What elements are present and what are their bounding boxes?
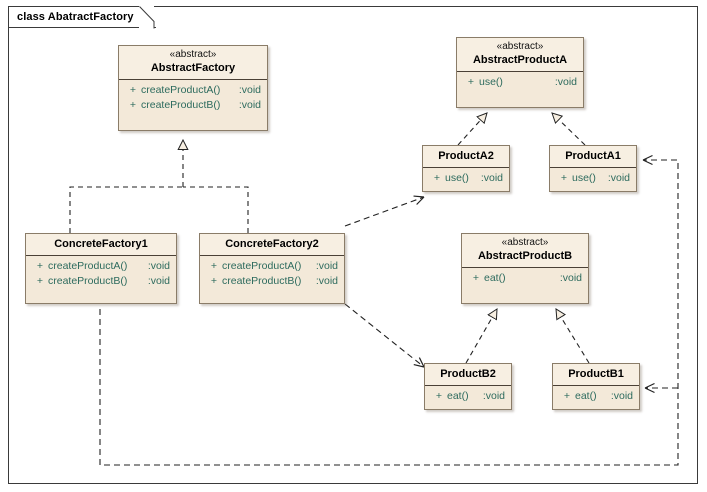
- class-member: + createProductA() :void: [119, 83, 267, 98]
- class-stereotype: «abstract»: [496, 41, 544, 52]
- visibility-marker: +: [36, 275, 44, 287]
- visibility-marker: +: [210, 260, 218, 272]
- visibility-marker: +: [563, 390, 571, 402]
- member-type: :void: [147, 260, 170, 272]
- member-type: :void: [480, 172, 503, 184]
- class-box-product-b2[interactable]: ProductB2 + eat() :void: [424, 363, 512, 410]
- diagram-frame-label: class AbatractFactory: [8, 6, 156, 28]
- member-type: :void: [607, 172, 630, 184]
- class-name: ProductB2: [440, 368, 496, 380]
- class-name: ProductB1: [568, 368, 624, 380]
- member-type: :void: [238, 84, 261, 96]
- class-member: + eat() :void: [553, 389, 639, 404]
- member-signature: eat(): [447, 390, 469, 402]
- diagram-frame: [8, 6, 698, 484]
- class-box-concrete-factory1[interactable]: ConcreteFactory1 + createProductA() :voi…: [25, 233, 177, 304]
- member-signature: createProductB(): [48, 275, 128, 287]
- class-box-concrete-factory2[interactable]: ConcreteFactory2 + createProductA() :voi…: [199, 233, 345, 304]
- class-members-product-a2: + use() :void: [423, 168, 509, 189]
- class-name: AbstractProductB: [477, 250, 573, 262]
- diagram-frame-label-text: class AbatractFactory: [17, 11, 134, 23]
- class-member: + createProductB() :void: [200, 274, 344, 289]
- class-member: + use() :void: [550, 171, 636, 186]
- class-name: ConcreteFactory1: [54, 238, 148, 250]
- class-member: + eat() :void: [462, 271, 588, 286]
- class-header-abstract-product-b: «abstract» AbstractProductB: [462, 234, 588, 268]
- member-signature: createProductB(): [141, 99, 221, 111]
- visibility-marker: +: [467, 76, 475, 88]
- class-members-product-b1: + eat() :void: [553, 386, 639, 407]
- member-type: :void: [147, 275, 170, 287]
- class-stereotype: «abstract»: [169, 49, 217, 60]
- class-members-abstract-factory: + createProductA() :void + createProduct…: [119, 80, 267, 116]
- visibility-marker: +: [129, 99, 137, 111]
- member-signature: use(): [445, 172, 469, 184]
- class-box-product-b1[interactable]: ProductB1 + eat() :void: [552, 363, 640, 410]
- class-member: + eat() :void: [425, 389, 511, 404]
- class-members-product-a1: + use() :void: [550, 168, 636, 189]
- class-member: + use() :void: [457, 75, 583, 90]
- class-header-product-b1: ProductB1: [553, 364, 639, 386]
- class-name: ConcreteFactory2: [225, 238, 319, 250]
- member-signature: createProductA(): [141, 84, 221, 96]
- class-members-concrete-factory1: + createProductA() :void + createProduct…: [26, 256, 176, 292]
- class-header-concrete-factory1: ConcreteFactory1: [26, 234, 176, 256]
- visibility-marker: +: [433, 172, 441, 184]
- class-member: + createProductB() :void: [26, 274, 176, 289]
- member-type: :void: [238, 99, 261, 111]
- class-members-product-b2: + eat() :void: [425, 386, 511, 407]
- member-type: :void: [315, 275, 338, 287]
- class-name: AbstractProductA: [472, 54, 568, 66]
- visibility-marker: +: [435, 390, 443, 402]
- class-members-abstract-product-b: + eat() :void: [462, 268, 588, 289]
- member-type: :void: [315, 260, 338, 272]
- class-box-abstract-factory[interactable]: «abstract» AbstractFactory + createProdu…: [118, 45, 268, 131]
- visibility-marker: +: [36, 260, 44, 272]
- visibility-marker: +: [472, 272, 480, 284]
- visibility-marker: +: [560, 172, 568, 184]
- class-header-product-b2: ProductB2: [425, 364, 511, 386]
- member-signature: use(): [572, 172, 596, 184]
- class-header-concrete-factory2: ConcreteFactory2: [200, 234, 344, 256]
- class-box-product-a1[interactable]: ProductA1 + use() :void: [549, 145, 637, 192]
- member-signature: eat(): [484, 272, 506, 284]
- visibility-marker: +: [210, 275, 218, 287]
- visibility-marker: +: [129, 84, 137, 96]
- class-member: + use() :void: [423, 171, 509, 186]
- class-box-product-a2[interactable]: ProductA2 + use() :void: [422, 145, 510, 192]
- member-type: :void: [559, 272, 582, 284]
- class-box-abstract-product-a[interactable]: «abstract» AbstractProductA + use() :voi…: [456, 37, 584, 108]
- frame-tab-corner: [139, 6, 155, 29]
- member-signature: createProductA(): [48, 260, 128, 272]
- class-member: + createProductB() :void: [119, 98, 267, 113]
- class-box-abstract-product-b[interactable]: «abstract» AbstractProductB + eat() :voi…: [461, 233, 589, 304]
- member-type: :void: [554, 76, 577, 88]
- class-members-concrete-factory2: + createProductA() :void + createProduct…: [200, 256, 344, 292]
- class-name: AbstractFactory: [150, 62, 236, 74]
- class-members-abstract-product-a: + use() :void: [457, 72, 583, 93]
- class-name: ProductA2: [438, 150, 494, 162]
- class-header-product-a1: ProductA1: [550, 146, 636, 168]
- class-stereotype: «abstract»: [501, 237, 549, 248]
- member-signature: eat(): [575, 390, 597, 402]
- member-type: :void: [482, 390, 505, 402]
- class-header-product-a2: ProductA2: [423, 146, 509, 168]
- member-type: :void: [610, 390, 633, 402]
- class-header-abstract-product-a: «abstract» AbstractProductA: [457, 38, 583, 72]
- class-member: + createProductA() :void: [200, 259, 344, 274]
- class-header-abstract-factory: «abstract» AbstractFactory: [119, 46, 267, 80]
- class-name: ProductA1: [565, 150, 621, 162]
- member-signature: createProductB(): [222, 275, 302, 287]
- member-signature: createProductA(): [222, 260, 302, 272]
- class-member: + createProductA() :void: [26, 259, 176, 274]
- member-signature: use(): [479, 76, 503, 88]
